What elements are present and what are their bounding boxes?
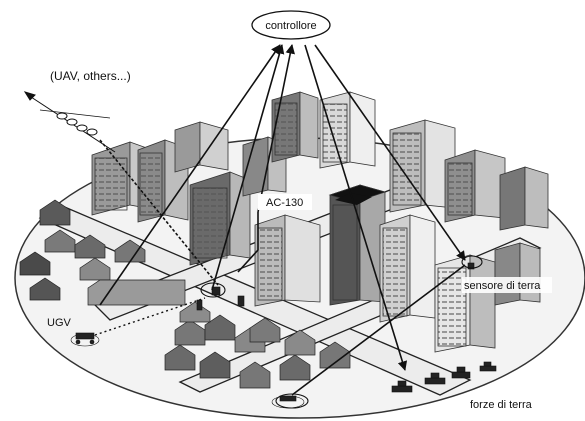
tank — [424, 372, 446, 385]
buildings — [91, 91, 549, 353]
building — [434, 254, 496, 353]
tank — [391, 380, 413, 393]
building — [499, 166, 549, 231]
house — [279, 354, 311, 381]
house — [249, 317, 281, 343]
controller-node: controllore — [251, 10, 331, 40]
link-soldier-controller — [211, 44, 285, 291]
soldier — [237, 295, 245, 307]
house — [114, 239, 146, 263]
link-uav-ground — [99, 139, 219, 286]
building — [319, 91, 376, 169]
soldier — [211, 286, 221, 296]
building — [444, 149, 506, 223]
link-sensor-vehicle — [291, 264, 466, 396]
ugv-vehicle — [70, 332, 100, 347]
sensor-post — [467, 262, 475, 270]
house — [319, 341, 351, 369]
controller-label: controllore — [265, 20, 316, 32]
uav-aircraft — [23, 91, 116, 153]
link-controller-sensor — [314, 44, 466, 261]
ground-sensor-label: sensore di terra — [464, 280, 541, 292]
ac130-label: AC-130 — [266, 197, 303, 209]
link-ugv-ground — [94, 297, 206, 336]
house — [179, 301, 211, 323]
ac130-aircraft — [335, 193, 372, 205]
building — [328, 184, 387, 306]
ground-forces-label: forze di terra — [470, 399, 533, 411]
house — [204, 314, 236, 341]
tank — [451, 366, 471, 379]
building — [174, 121, 229, 173]
building — [254, 214, 321, 307]
link-ac130-controller — [257, 44, 295, 213]
link-ac130-path — [237, 212, 259, 273]
ugv-label: UGV — [47, 317, 72, 329]
house — [164, 344, 196, 371]
link-controller-forces — [304, 44, 408, 371]
vehicles — [70, 262, 497, 409]
house — [19, 251, 51, 276]
communication-links — [94, 44, 483, 409]
houses — [19, 199, 351, 389]
building — [189, 171, 251, 266]
soldier — [196, 299, 203, 311]
link-ugv-controller — [99, 44, 281, 306]
tank — [479, 361, 497, 372]
house — [284, 329, 316, 356]
uav-label: (UAV, others...) — [50, 69, 131, 83]
building — [494, 242, 541, 306]
house — [29, 277, 61, 301]
house — [239, 361, 271, 389]
house — [199, 351, 231, 379]
building — [271, 91, 319, 163]
house — [39, 199, 71, 226]
house — [74, 234, 106, 259]
building — [379, 214, 436, 323]
house — [79, 257, 111, 281]
